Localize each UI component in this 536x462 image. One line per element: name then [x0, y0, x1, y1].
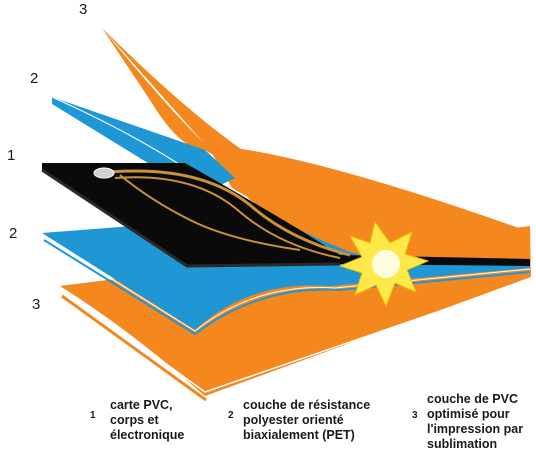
callout-card-core: 1: [7, 147, 16, 164]
legend-2-number: 2: [228, 410, 234, 421]
lamination-flash-icon: [338, 220, 430, 308]
legend-3-line: sublimation: [427, 437, 498, 451]
card-core: [41, 163, 530, 268]
callout-bottom-pvc: 3: [32, 296, 41, 313]
legend-1-text: carte PVC, corps et électronique: [110, 398, 184, 443]
legend-2-line: polyester orienté: [243, 413, 344, 427]
legend-2-line: biaxialement (PET): [243, 428, 355, 442]
legend-3-line: l'impression par: [427, 422, 524, 436]
legend-1-line: électronique: [110, 428, 185, 442]
top-pvc-layer: [102, 28, 530, 262]
legend-1-line: corps et: [110, 413, 159, 427]
legend-3-number: 3: [412, 410, 418, 421]
legend-3-line: optimisé pour: [427, 407, 510, 421]
legend-3-line: couche de PVC: [427, 392, 518, 406]
chip-icon: [93, 167, 115, 179]
legend-1-line: carte PVC,: [110, 398, 173, 412]
legend-1-number: 1: [90, 410, 96, 421]
callout-bottom-pet: 2: [9, 225, 18, 242]
callout-top-pvc: 3: [79, 1, 88, 18]
legend-2-text: couche de résistance polyester orienté b…: [243, 398, 370, 443]
legend-3-text: couche de PVC optimisé pour l'impression…: [427, 392, 523, 452]
legend-2-line: couche de résistance: [243, 398, 371, 412]
callout-top-pet: 2: [30, 70, 39, 87]
